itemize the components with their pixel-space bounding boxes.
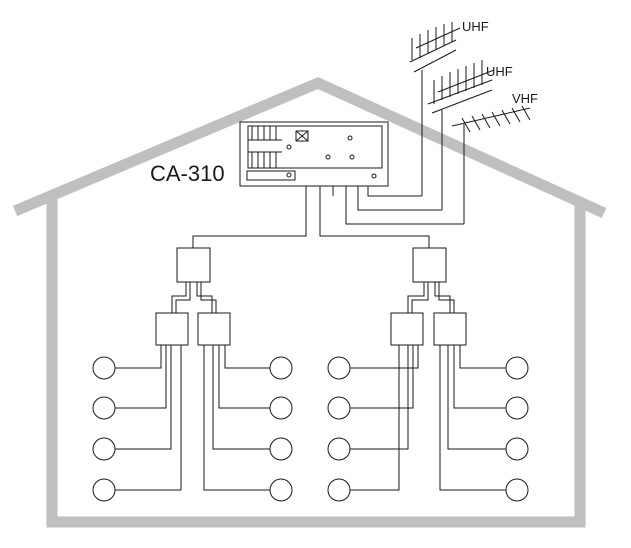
tv-outlet-icon [505, 478, 529, 502]
tv-outlet-icon [327, 356, 351, 380]
splitter-box [197, 312, 231, 346]
tv-outlet-icon [505, 356, 529, 380]
tv-outlet-icon [269, 478, 293, 502]
trunk-lines [192, 186, 430, 248]
splitter-box [176, 247, 211, 283]
splitter-box [412, 247, 447, 283]
tv-outlet-icon [92, 396, 116, 420]
house-outline [12, 76, 607, 528]
antenna-band-label: UHF [486, 64, 513, 79]
tv-outlets [92, 356, 529, 502]
uhf-antenna-top [409, 22, 461, 196]
tv-outlet-icon [92, 437, 116, 461]
tv-outlet-icon [92, 356, 116, 380]
splitter-box [155, 312, 189, 346]
tv-outlet-icon [327, 396, 351, 420]
amplifier-model-label: CA-310 [150, 161, 225, 186]
tv-outlet-icon [269, 356, 293, 380]
splitter-box [433, 312, 467, 346]
vhf-antenna [451, 105, 531, 224]
splitter-box [390, 312, 424, 346]
outlet-lines [115, 345, 506, 491]
tv-outlet-icon [327, 478, 351, 502]
branch-lines [171, 282, 455, 313]
tv-outlet-icon [505, 396, 529, 420]
tv-outlet-icon [505, 437, 529, 461]
uhf-antenna-middle [427, 60, 495, 210]
amplifier-icon [239, 121, 389, 187]
antenna-feed-lines [345, 186, 464, 225]
tv-outlet-icon [269, 437, 293, 461]
tv-outlet-icon [92, 478, 116, 502]
tv-outlet-icon [327, 437, 351, 461]
tv-outlet-icon [269, 396, 293, 420]
antenna-band-label: VHF [512, 91, 538, 106]
antenna-band-label: UHF [462, 19, 489, 34]
splitter-boxes [155, 247, 467, 346]
